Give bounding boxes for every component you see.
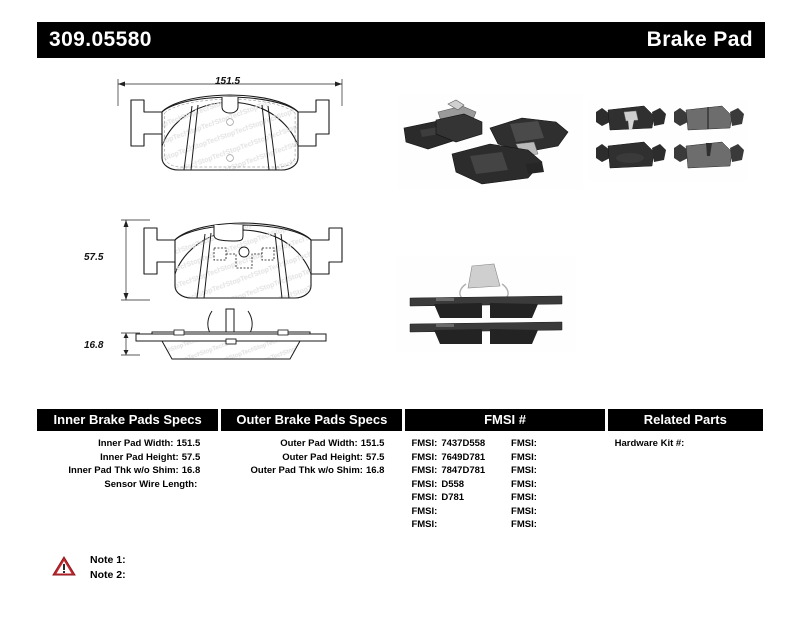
fmsi-label: FMSI: xyxy=(411,505,438,517)
fmsi-label: FMSI: xyxy=(411,465,438,476)
brake-pad-height-view xyxy=(121,219,343,301)
spec-label: Inner Pad Height: xyxy=(100,451,179,463)
specifications-table: Inner Brake Pads Specs Inner Pad Width:1… xyxy=(37,409,763,541)
table-row: FMSI:7437D558 xyxy=(411,437,505,451)
brake-pad-thickness-view xyxy=(121,308,327,360)
spec-value: 57.5 xyxy=(365,451,385,463)
fmsi-body: FMSI:7437D558 FMSI:7649D781 FMSI:7847D78… xyxy=(405,431,604,532)
table-row: FMSI: xyxy=(511,478,605,492)
brake-pad-set-angled-photo xyxy=(398,94,583,189)
table-row: FMSI: xyxy=(411,505,505,519)
illustration-area: StopTech StopTech xyxy=(0,62,800,392)
outer-specs-header: Outer Brake Pads Specs xyxy=(221,409,403,431)
brake-pad-edge-sensor-photo xyxy=(396,256,576,352)
brake-pad-front-back-photo xyxy=(588,100,748,182)
fmsi-value: 7847D781 xyxy=(441,465,486,476)
outer-specs-column: Outer Brake Pads Specs Outer Pad Width:1… xyxy=(221,409,403,541)
fmsi-header: FMSI # xyxy=(405,409,605,431)
fmsi-label: FMSI: xyxy=(511,438,537,449)
fmsi-label: FMSI: xyxy=(411,451,438,463)
related-parts-body: Hardware Kit #: xyxy=(608,431,763,451)
spec-value: 16.8 xyxy=(365,465,385,476)
width-dimension-label: 151.5 xyxy=(215,76,241,87)
note-label: Note 1: xyxy=(90,554,126,566)
notes-section: Note 1: Note 2: xyxy=(52,553,126,583)
fmsi-label: FMSI: xyxy=(411,492,438,503)
table-row: FMSI: xyxy=(511,491,605,505)
fmsi-label: FMSI: xyxy=(511,519,537,530)
table-row: FMSI: xyxy=(511,505,605,519)
table-row: Outer Pad Height:57.5 xyxy=(221,451,402,465)
table-row: FMSI: xyxy=(411,518,505,532)
fmsi-label: FMSI: xyxy=(511,505,537,517)
table-row: FMSI: xyxy=(511,518,605,532)
height-dimension-label: 57.5 xyxy=(84,252,104,263)
table-row: FMSI: xyxy=(511,464,605,478)
table-row: FMSI: xyxy=(511,437,605,451)
table-row: Outer Pad Width:151.5 xyxy=(221,437,402,451)
spec-value: 151.5 xyxy=(176,438,201,449)
brake-pad-front-view xyxy=(117,79,343,171)
table-row: Sensor Wire Length: xyxy=(37,478,218,492)
inner-specs-body: Inner Pad Width:151.5 Inner Pad Height:5… xyxy=(37,431,218,491)
fmsi-value: 7437D558 xyxy=(441,438,486,449)
spec-label: Inner Pad Width: xyxy=(98,438,174,449)
table-row xyxy=(221,478,402,492)
fmsi-label: FMSI: xyxy=(511,478,537,490)
table-row: FMSI:D781 xyxy=(411,491,505,505)
note-row: Note 1: xyxy=(90,553,126,568)
table-row: FMSI: xyxy=(511,451,605,465)
note-row: Note 2: xyxy=(90,568,126,583)
spec-value: 151.5 xyxy=(360,438,385,449)
related-label: Hardware Kit #: xyxy=(614,438,685,449)
spec-value: 16.8 xyxy=(181,465,201,476)
outer-specs-body: Outer Pad Width:151.5 Outer Pad Height:5… xyxy=(221,431,402,491)
table-row: Outer Pad Thk w/o Shim:16.8 xyxy=(221,464,402,478)
table-row: Inner Pad Height:57.5 xyxy=(37,451,218,465)
note-label: Note 2: xyxy=(90,569,126,581)
thickness-dimension-label: 16.8 xyxy=(84,340,104,351)
fmsi-value: 7649D781 xyxy=(441,451,486,463)
related-parts-header: Related Parts xyxy=(607,409,763,431)
table-row: Hardware Kit #: xyxy=(608,437,763,451)
spec-label: Outer Pad Thk w/o Shim: xyxy=(250,465,363,476)
fmsi-label: FMSI: xyxy=(511,492,537,503)
fmsi-right-subcolumn: FMSI: FMSI: FMSI: FMSI: FMSI: xyxy=(505,437,605,532)
part-number: 309.05580 xyxy=(49,28,152,51)
warning-triangle-icon xyxy=(52,556,76,576)
spec-value: 57.5 xyxy=(181,451,201,463)
table-row: Inner Pad Thk w/o Shim:16.8 xyxy=(37,464,218,478)
spec-label: Outer Pad Width: xyxy=(280,438,358,449)
table-row: FMSI:D558 xyxy=(411,478,505,492)
fmsi-label: FMSI: xyxy=(511,451,537,463)
table-row: Inner Pad Width:151.5 xyxy=(37,437,218,451)
header-banner: 309.05580 Brake Pad xyxy=(37,22,765,58)
fmsi-left-subcolumn: FMSI:7437D558 FMSI:7649D781 FMSI:7847D78… xyxy=(405,437,505,532)
fmsi-label: FMSI: xyxy=(411,438,438,449)
related-parts-column: Related Parts Hardware Kit #: xyxy=(607,409,763,541)
table-row: FMSI:7847D781 xyxy=(411,464,505,478)
page-title: Brake Pad xyxy=(646,28,753,51)
fmsi-label: FMSI: xyxy=(411,478,438,490)
fmsi-column: FMSI # FMSI:7437D558 FMSI:7649D781 FMSI:… xyxy=(405,409,605,541)
note-list: Note 1: Note 2: xyxy=(90,553,126,583)
fmsi-label: FMSI: xyxy=(511,465,537,476)
inner-specs-header: Inner Brake Pads Specs xyxy=(37,409,219,431)
spec-label: Inner Pad Thk w/o Shim: xyxy=(68,465,179,476)
fmsi-label: FMSI: xyxy=(411,519,438,530)
spec-label: Outer Pad Height: xyxy=(282,451,363,463)
table-row: FMSI:7649D781 xyxy=(411,451,505,465)
inner-specs-column: Inner Brake Pads Specs Inner Pad Width:1… xyxy=(37,409,219,541)
fmsi-value: D781 xyxy=(441,492,465,503)
fmsi-value: D558 xyxy=(441,478,465,490)
spec-label: Sensor Wire Length: xyxy=(104,478,198,490)
